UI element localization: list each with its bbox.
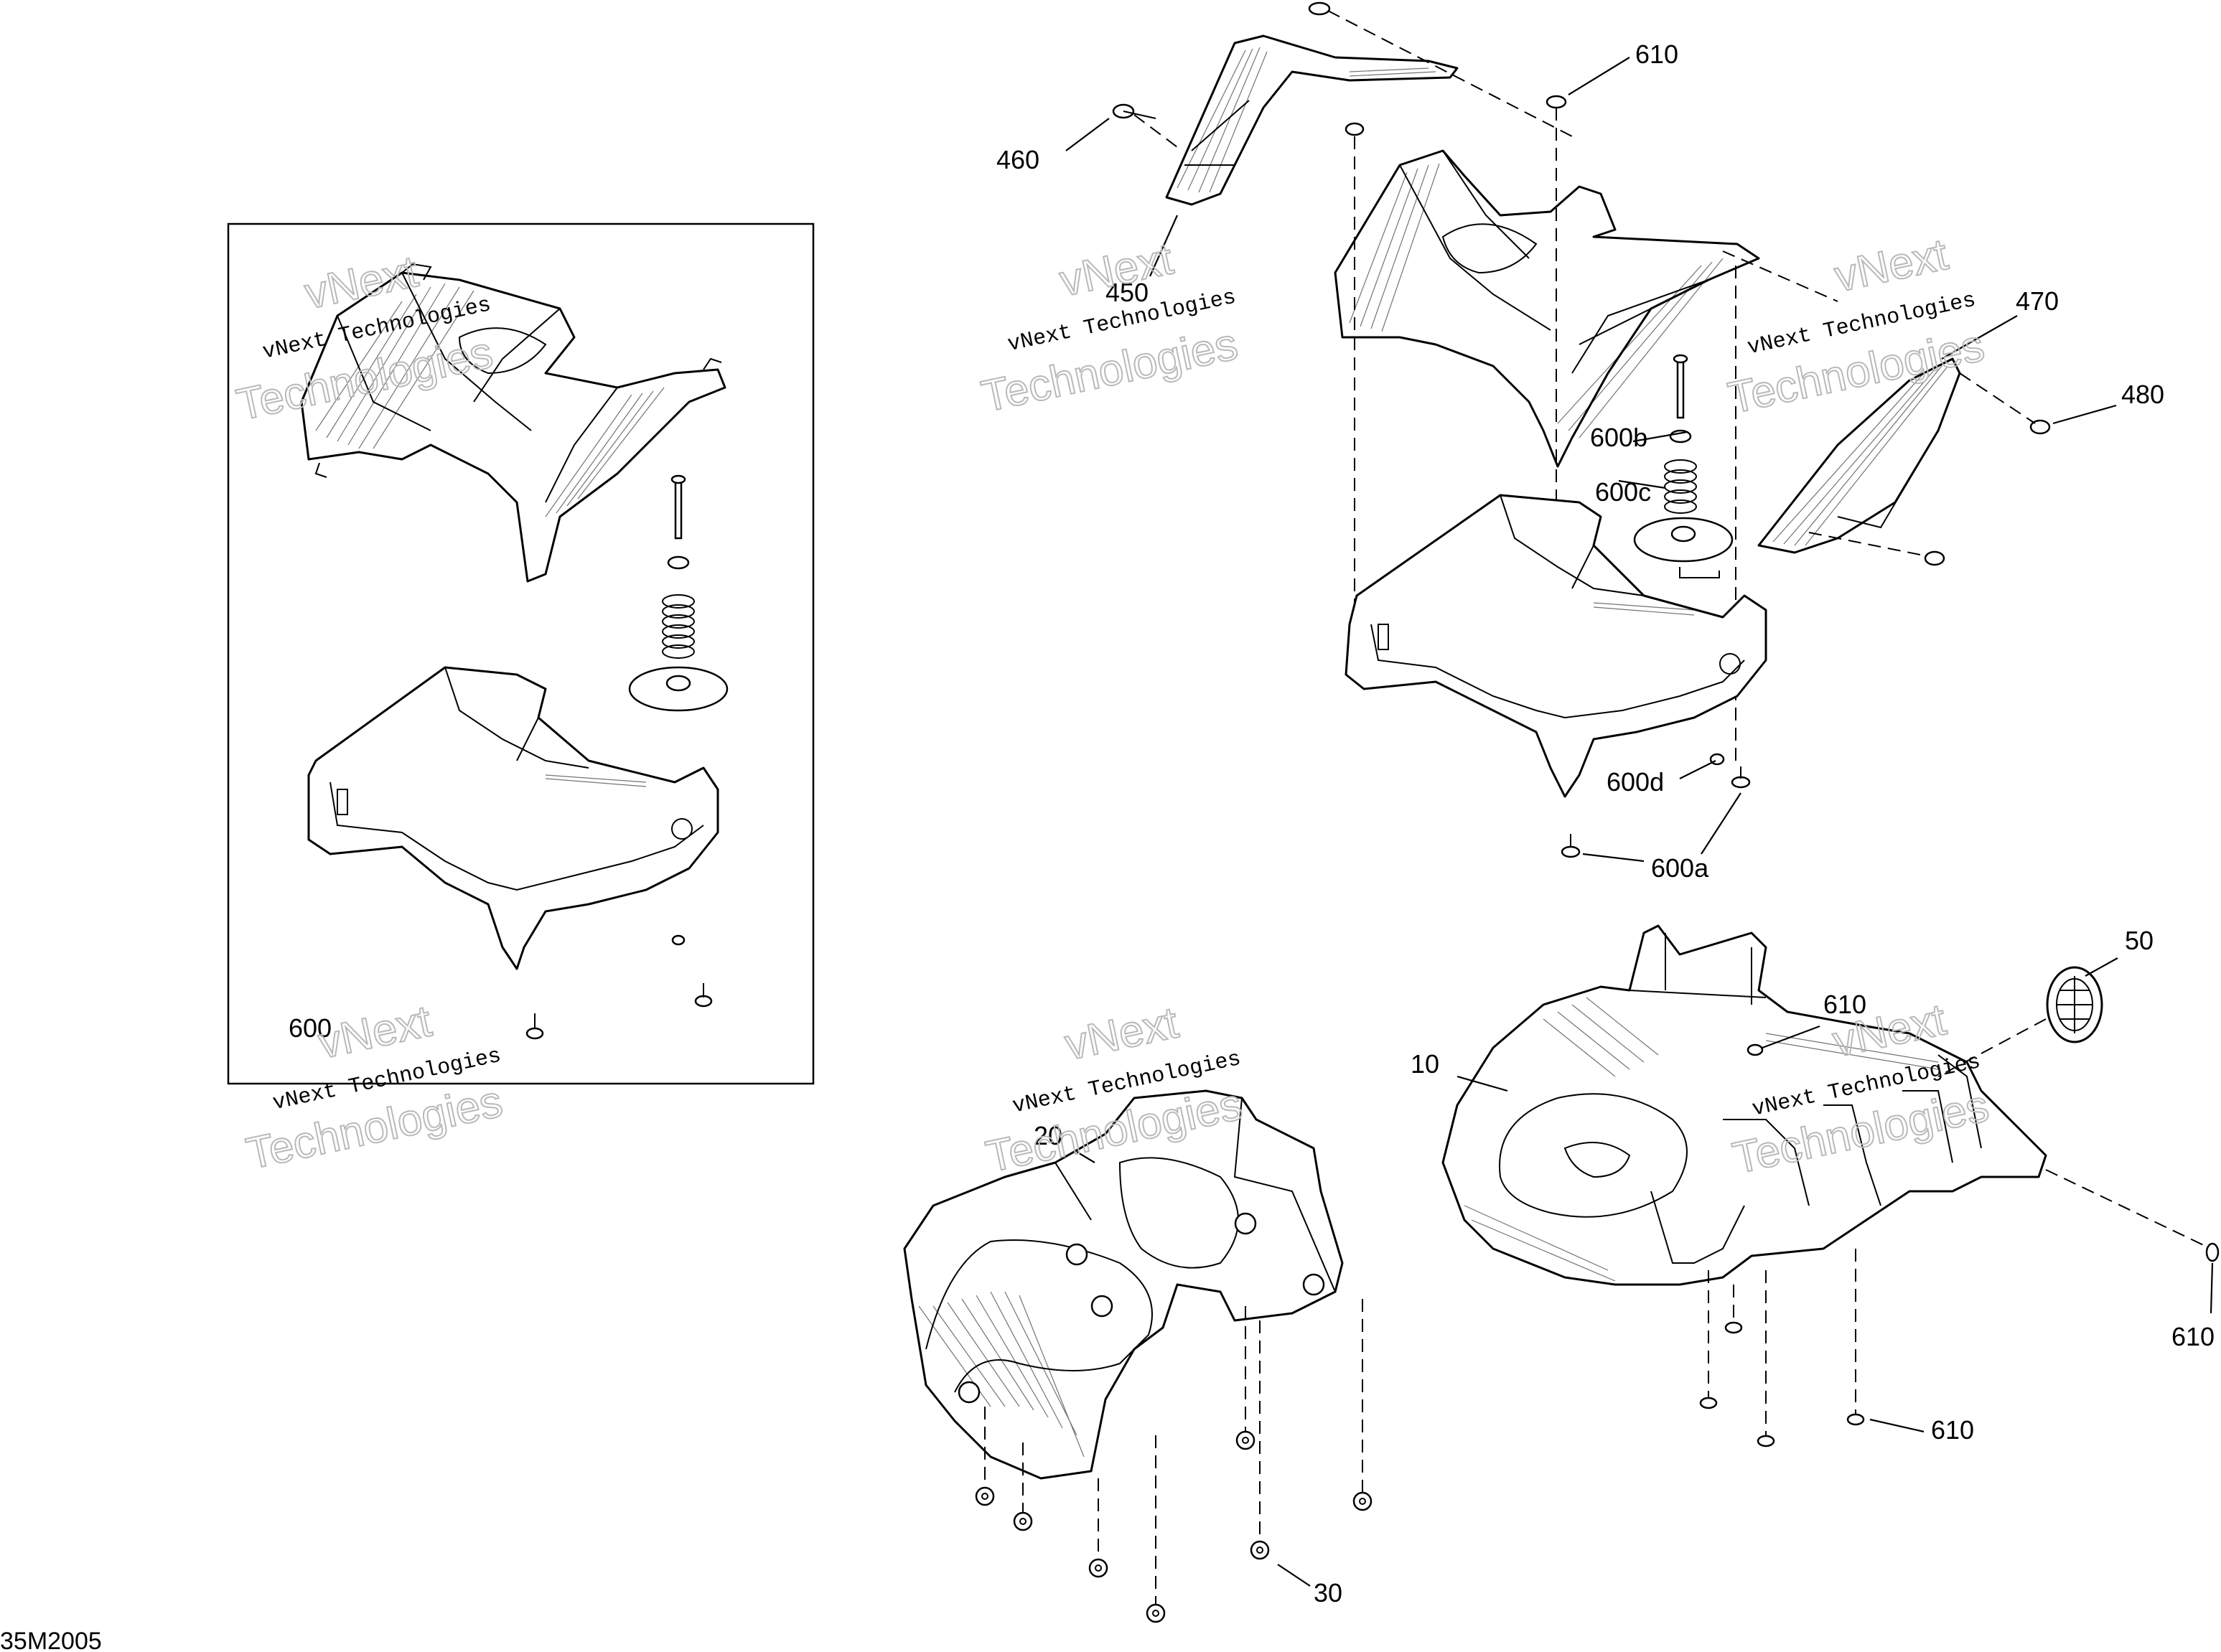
screw-480 bbox=[2029, 419, 2051, 435]
callout-50: 50 bbox=[2125, 926, 2154, 955]
part-20-skid bbox=[903, 1089, 1344, 1480]
reference-code: 35M2005 bbox=[0, 1628, 102, 1652]
callout-600d: 600d bbox=[1607, 767, 1664, 797]
watermark-4: vNext vNext Technologies Technologies bbox=[241, 995, 507, 1180]
callout-610-top: 610 bbox=[1635, 39, 1678, 69]
callout-610-bottom: 610 bbox=[1931, 1415, 1974, 1445]
screw-610-right bbox=[2205, 1242, 2220, 1262]
inset-frame bbox=[227, 222, 815, 1085]
callout-600b: 600b bbox=[1590, 423, 1647, 452]
callout-20: 20 bbox=[1034, 1121, 1062, 1150]
inset-upper-housing bbox=[300, 263, 726, 583]
callout-600c: 600c bbox=[1595, 477, 1651, 507]
inset-screws bbox=[525, 934, 713, 1040]
part-30-fasteners bbox=[975, 1299, 1373, 1623]
callout-600a: 600a bbox=[1651, 853, 1709, 883]
upper-housing bbox=[1334, 149, 1760, 468]
part-470-cover bbox=[1757, 357, 1961, 554]
inset-spring-stack bbox=[628, 474, 729, 712]
svg-text:vNext: vNext bbox=[314, 996, 436, 1068]
screw-top bbox=[1308, 1, 1331, 16]
spring-600c bbox=[1664, 459, 1697, 514]
callouts: 460 450 610 600b 600c 600d 600a 470 480 … bbox=[996, 39, 2215, 1608]
screw-upper-left bbox=[1345, 122, 1365, 136]
callout-10: 10 bbox=[1411, 1049, 1439, 1079]
callout-480: 480 bbox=[2121, 380, 2164, 409]
inset-washer bbox=[667, 555, 690, 570]
leader-lines bbox=[1065, 57, 2214, 1587]
callout-30: 30 bbox=[1314, 1578, 1342, 1608]
washer bbox=[1669, 429, 1692, 443]
part-50-disc bbox=[2046, 966, 2103, 1043]
screw-610-top bbox=[1546, 95, 1567, 109]
inset-bolt bbox=[674, 479, 683, 540]
svg-text:vNext: vNext bbox=[1055, 234, 1177, 306]
svg-text:vNext: vNext bbox=[1061, 998, 1182, 1069]
callout-600: 600 bbox=[289, 1013, 332, 1043]
screw-470-lower bbox=[1924, 550, 1945, 566]
spring-stack bbox=[1633, 354, 1734, 578]
callout-610-right: 610 bbox=[2171, 1322, 2215, 1351]
callout-610-mid: 610 bbox=[1823, 990, 1866, 1019]
part-450-cover bbox=[1165, 34, 1459, 206]
screw-600a-left bbox=[1561, 845, 1581, 858]
assembly-600-inset: 600 bbox=[227, 222, 815, 1085]
bolt-600b bbox=[1676, 359, 1685, 419]
inset-lower-housing bbox=[307, 666, 719, 970]
svg-text:vNext: vNext bbox=[1830, 230, 1952, 301]
callout-470: 470 bbox=[2016, 286, 2059, 316]
callout-460: 460 bbox=[996, 145, 1039, 174]
watermark-2: vNext vNext Technologies Technologies bbox=[977, 233, 1243, 423]
inset-spring bbox=[662, 594, 695, 659]
lower-housing bbox=[1345, 494, 1767, 798]
part-10-screws bbox=[1699, 1043, 1865, 1447]
callout-450: 450 bbox=[1105, 278, 1149, 307]
screw-600a-right bbox=[1731, 776, 1751, 789]
